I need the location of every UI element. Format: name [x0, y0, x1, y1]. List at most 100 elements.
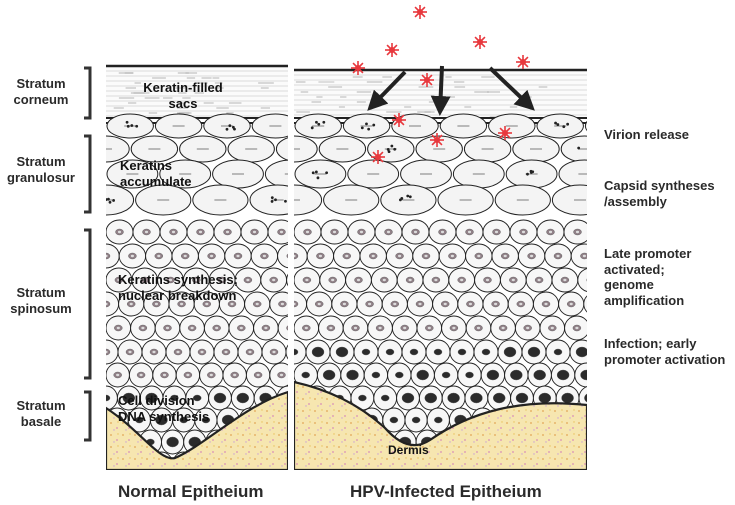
nucleus — [301, 371, 310, 379]
nucleus — [411, 416, 421, 424]
nucleolus — [382, 278, 386, 282]
nucleolus — [494, 302, 498, 306]
keratohyalin-granule — [317, 122, 321, 126]
nucleolus — [246, 278, 250, 282]
nucleus — [192, 394, 202, 402]
keratohyalin-granule — [106, 198, 108, 201]
nucleus — [401, 392, 415, 404]
nucleus — [179, 416, 188, 424]
nucleolus — [139, 373, 143, 377]
label-dermis: Dermis — [388, 443, 429, 457]
nucleus — [286, 253, 288, 259]
nucleus — [586, 278, 587, 282]
spinous-cell — [577, 268, 587, 292]
nucleus — [424, 392, 437, 404]
keratohyalin-granule — [315, 120, 318, 124]
nucleolus — [342, 302, 346, 306]
virion — [396, 117, 402, 123]
keratohyalin-granule — [270, 200, 274, 203]
keratohyalin-granule — [311, 171, 315, 175]
nucleus — [527, 346, 541, 358]
keratohyalin-granule — [408, 195, 412, 199]
nucleolus — [477, 254, 481, 258]
nucleus — [122, 392, 136, 404]
nucleolus — [398, 254, 402, 258]
nucleolus — [255, 302, 259, 306]
nucleus — [592, 301, 600, 307]
keratohyalin-granule — [372, 123, 376, 127]
spinous-cell — [583, 295, 587, 313]
nucleolus — [353, 326, 358, 330]
nucleolus — [371, 254, 375, 258]
nucleolus — [168, 278, 173, 282]
nucleolus — [279, 373, 284, 377]
nucleus — [311, 346, 325, 358]
nucleolus — [198, 230, 203, 234]
label-virion-release: Virion release — [604, 127, 690, 142]
keratohyalin-granule — [367, 127, 371, 131]
nucleus — [145, 392, 158, 404]
nucleus — [481, 348, 491, 356]
virion — [417, 9, 423, 15]
spinous-cell — [286, 273, 288, 287]
nucleolus — [152, 350, 156, 354]
caption-hpv-epithelium: HPV-Infected Epitheium — [350, 482, 542, 501]
nucleolus — [116, 373, 120, 377]
keratohyalin-granule — [556, 123, 560, 126]
nucleus — [213, 392, 227, 404]
nucleolus — [413, 230, 418, 234]
virion — [355, 65, 361, 71]
virion — [389, 47, 395, 53]
nucleolus — [530, 254, 534, 258]
keratohyalin-granule — [531, 170, 535, 174]
granular-cell — [275, 137, 288, 161]
nucleus — [155, 414, 168, 426]
spinous-cell — [570, 243, 587, 269]
infected-dermis — [294, 380, 587, 470]
nucleolus — [526, 326, 530, 330]
nucleolus — [171, 230, 176, 234]
nucleus — [106, 394, 111, 402]
nucleolus — [393, 302, 397, 306]
nucleus — [533, 369, 546, 381]
nucleolus — [106, 302, 108, 306]
keratohyalin-granule — [590, 150, 593, 153]
keratohyalin-granule — [554, 121, 557, 125]
nucleolus — [220, 278, 224, 282]
keratohyalin-granule — [274, 198, 277, 202]
nucleus — [486, 369, 500, 381]
nucleolus — [427, 326, 431, 330]
nucleus — [106, 252, 111, 260]
nucleolus — [305, 230, 310, 234]
keratohyalin-granule — [577, 146, 581, 150]
nucleolus — [386, 230, 391, 234]
nucleolus — [548, 230, 553, 234]
nucleolus — [294, 254, 296, 258]
nucleus — [409, 348, 419, 356]
normal-epithelium-panel — [106, 60, 292, 470]
nucleolus — [230, 302, 234, 306]
nucleolus — [205, 302, 209, 306]
nucleolus — [279, 230, 284, 234]
nucleolus — [403, 326, 407, 330]
virion — [424, 77, 430, 83]
nucleolus — [252, 230, 257, 234]
nucleolus — [289, 327, 292, 329]
nucleolus — [141, 326, 145, 330]
keratohyalin-granule — [393, 147, 397, 151]
nucleolus — [157, 254, 161, 258]
nucleolus — [318, 254, 322, 258]
nucleus — [493, 392, 506, 404]
nucleolus — [378, 326, 382, 330]
nucleolus — [106, 254, 108, 258]
nucleolus — [215, 326, 219, 330]
nucleus — [561, 392, 574, 404]
nucleolus — [236, 254, 240, 258]
nucleolus — [128, 350, 132, 354]
nucleus — [106, 348, 111, 356]
nucleolus — [332, 230, 337, 234]
virion — [375, 154, 381, 160]
nucleus — [201, 416, 211, 424]
virion — [502, 130, 508, 136]
virion-particles — [351, 5, 530, 164]
